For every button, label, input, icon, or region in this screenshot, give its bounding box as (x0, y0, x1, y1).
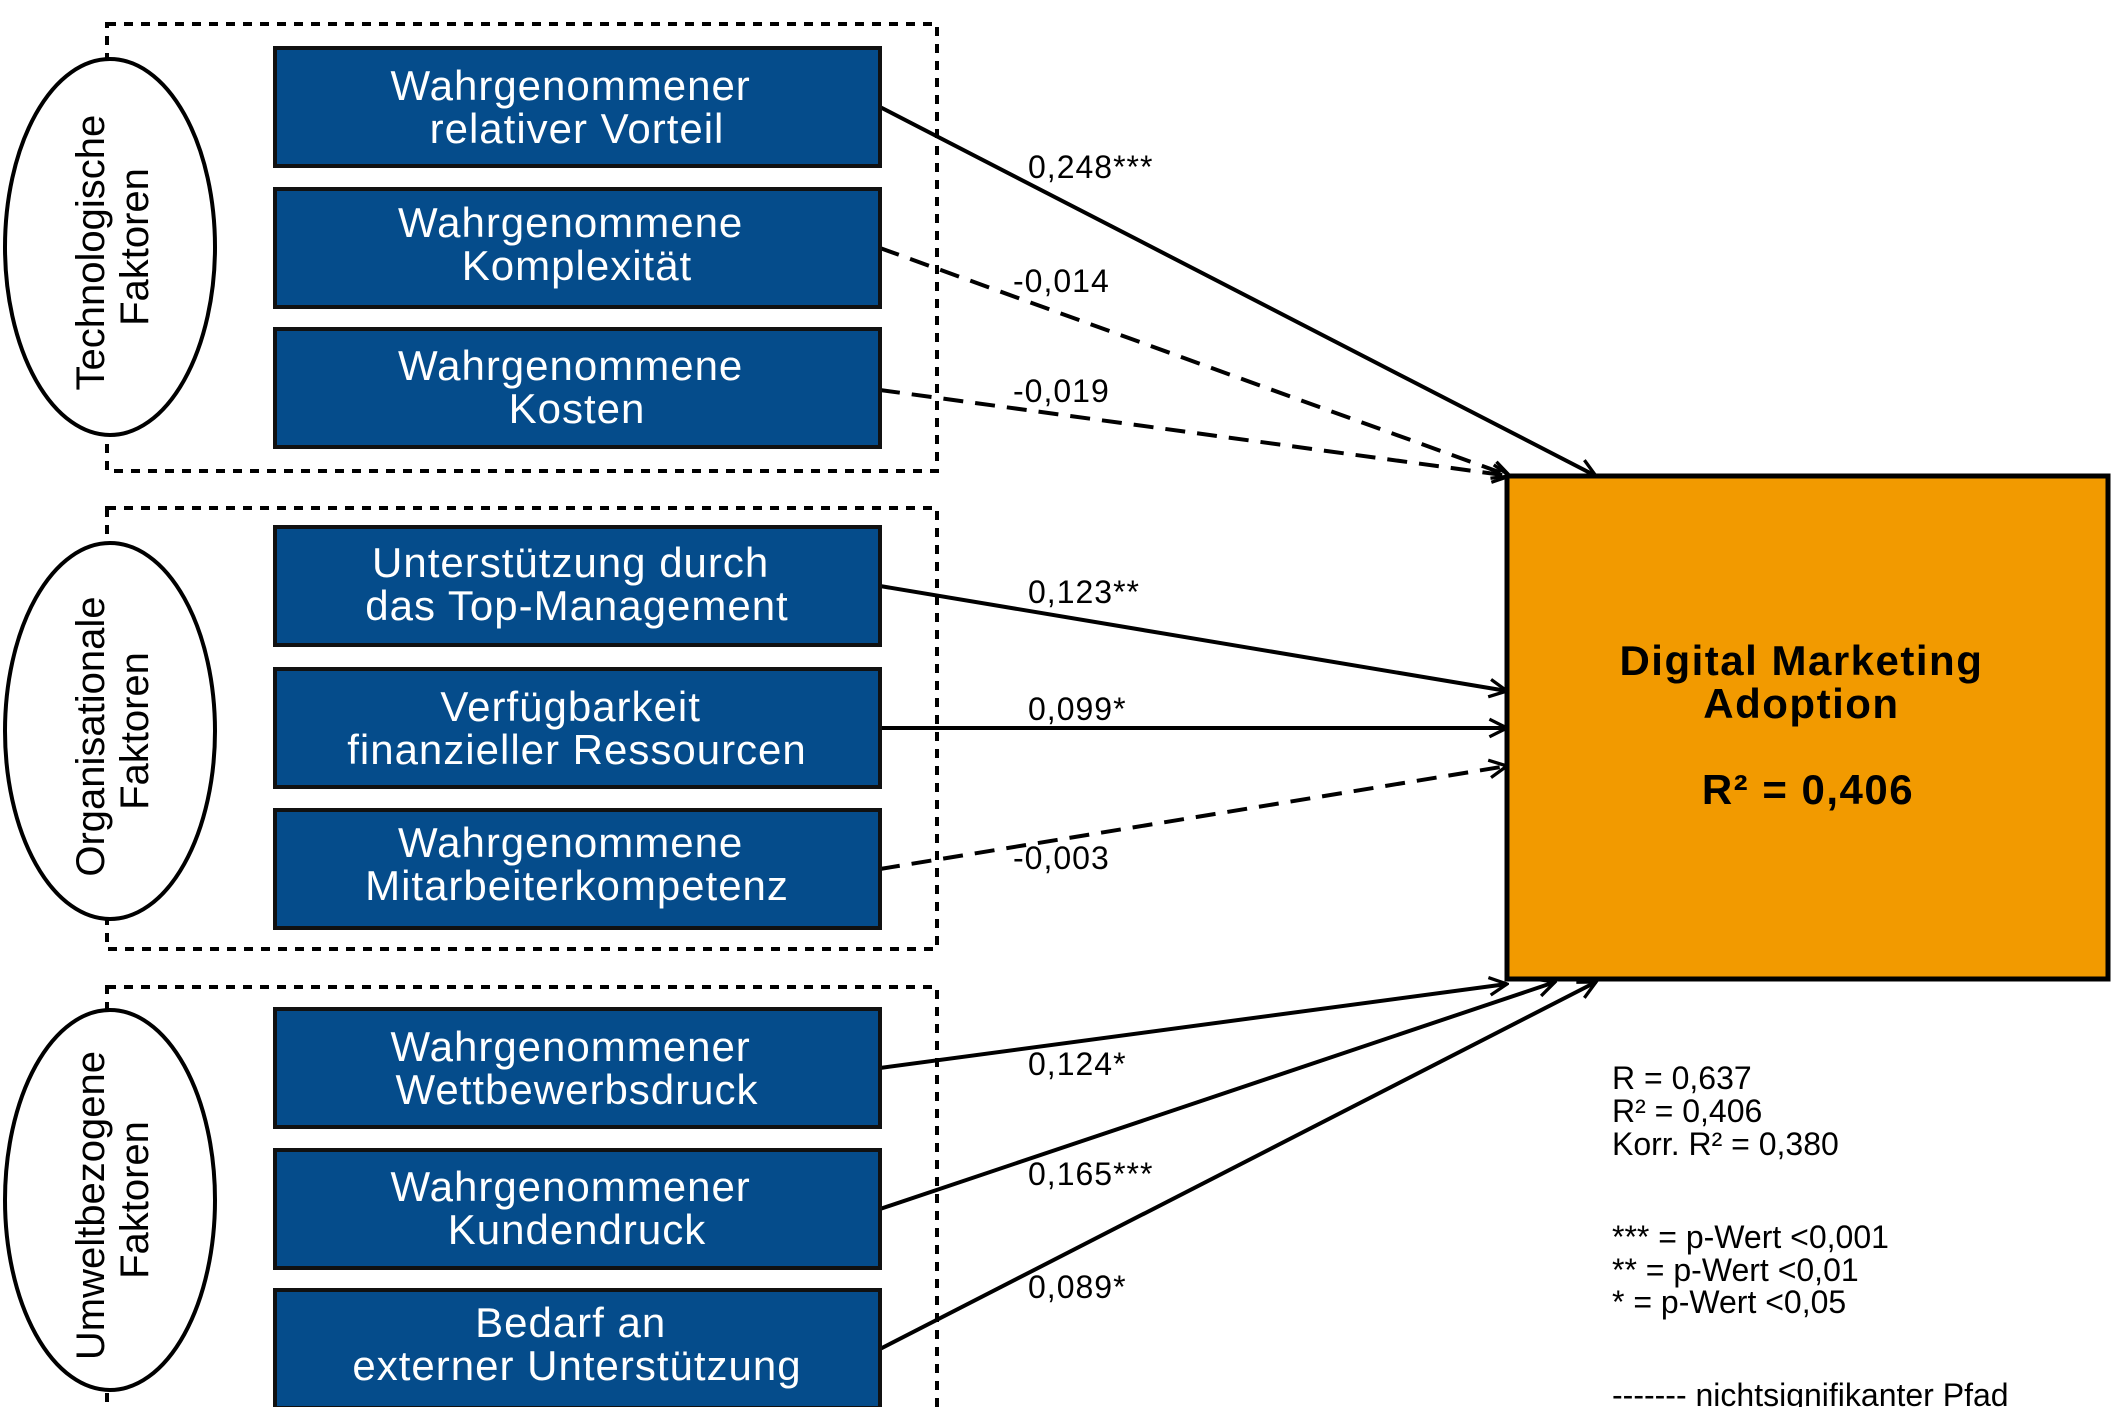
factor-label-line2: Komplexität (462, 242, 692, 289)
path-arrow-kompetenz (879, 766, 1507, 871)
group-label-line2: Faktoren (113, 1121, 157, 1279)
svg-text:Unterstützung durch das: Unterstützung durch das Top-Management (365, 539, 788, 629)
legend-one-star: * = p-Wert <0,05 (1612, 1284, 1846, 1320)
target-label-line2: Adoption (1703, 680, 1899, 727)
stat-r: R = 0,637 (1612, 1060, 1752, 1096)
factor-label-line1: Wahrgenommener (391, 62, 751, 109)
stat-adj-r2: Korr. R² = 0,380 (1612, 1126, 1839, 1162)
factor-kosten: Wahrgenommene Kosten (273, 327, 882, 449)
factor-label-line2: Mitarbeiterkompetenz (365, 862, 789, 909)
factor-label-line2: externer Unterstützung (352, 1342, 801, 1389)
group-ellipse (3, 1008, 217, 1392)
path-arrow-wettbewerb (879, 984, 1507, 1070)
coef-label-kosten: -0,019 (1013, 373, 1110, 409)
group-org: Organisationale Faktoren (3, 541, 217, 921)
path-arrow-kosten (879, 388, 1510, 476)
coef-label-topmanagement: 0,123** (1028, 574, 1140, 610)
group-ellipse (3, 541, 217, 921)
legend-nonsignificant: ------- nichtsignifikanter Pfad (1612, 1377, 2009, 1407)
factor-label-line1: Wahrgenommener (391, 1163, 751, 1210)
svg-text:Wahrgenommener Wettbewer: Wahrgenommener Wettbewerbsdruck (391, 1023, 764, 1113)
factor-label-line2: Kosten (509, 385, 646, 432)
stat-r2: R² = 0,406 (1612, 1093, 1762, 1129)
target-box: Digital Marketing Adoption R² = 0,406 (1504, 473, 2111, 982)
svg-text:Wahrgenommener Kundendru: Wahrgenommener Kundendruck (391, 1163, 764, 1253)
group-label-line2: Faktoren (113, 168, 157, 326)
factor-label-line1: Wahrgenommene (398, 342, 743, 389)
target-r2: R² = 0,406 (1702, 766, 1914, 813)
coef-label-extern: 0,089* (1028, 1269, 1127, 1305)
path-arrows (879, 105, 1596, 1351)
legend-three-stars: *** = p-Wert <0,001 (1612, 1219, 1889, 1255)
path-arrow-topmanagement (879, 584, 1507, 691)
path-arrow-komplexitaet (879, 246, 1510, 476)
factor-label-line1: Verfügbarkeit (440, 683, 701, 730)
path-arrow-kunden (879, 982, 1555, 1211)
factor-label-line1: Wahrgenommene (398, 199, 743, 246)
svg-text:Digital Marketing Adopti: Digital Marketing Adoption R² = 0,406 (1619, 637, 1996, 813)
coef-label-ressourcen: 0,099* (1028, 691, 1127, 727)
svg-text:Bedarf an externer Unter: Bedarf an externer Unterstützung (352, 1299, 801, 1389)
svg-text:Wahrgenommene Komplexitä: Wahrgenommene Komplexität (398, 199, 756, 289)
factor-label-line2: relativer Vorteil (430, 105, 725, 152)
factor-label-line2: Kundendruck (448, 1206, 707, 1253)
svg-text:Umweltbezogene Faktoren: Umweltbezogene Faktoren (69, 1040, 157, 1360)
svg-text:Organisationale Faktoren: Organisationale Faktoren (69, 585, 157, 876)
factor-komplexitaet: Wahrgenommene Komplexität (273, 187, 882, 309)
group-label-line2: Faktoren (113, 652, 157, 810)
coef-label-vorteil: 0,248*** (1028, 149, 1153, 185)
factor-label-line2: Wettbewerbsdruck (395, 1066, 758, 1113)
factor-label-line1: Wahrgenommene (398, 819, 743, 866)
factor-ressourcen: Verfügbarkeit finanzieller Ressourcen (273, 667, 882, 789)
group-env: Umweltbezogene Faktoren (3, 1008, 217, 1392)
group-label-line1: Umweltbezogene (69, 1051, 113, 1360)
group-label-line1: Organisationale (69, 596, 113, 876)
factor-label-line1: Bedarf an (475, 1299, 666, 1346)
factor-label-line1: Wahrgenommener (391, 1023, 751, 1070)
factor-extern: Bedarf an externer Unterstützung (273, 1288, 882, 1407)
legend-two-stars: ** = p-Wert <0,01 (1612, 1252, 1859, 1288)
svg-text:Wahrgenommene Mitarbeite: Wahrgenommene Mitarbeiterkompetenz (365, 819, 789, 909)
path-arrow-extern (879, 980, 1596, 1351)
coef-label-kunden: 0,165*** (1028, 1156, 1153, 1192)
group-tech: Technologische Faktoren (3, 57, 217, 437)
svg-text:Wahrgenommener relativer: Wahrgenommener relativer Vorteil (391, 62, 764, 152)
svg-text:Verfügbarkeit finanziell: Verfügbarkeit finanzieller Ressourcen (347, 683, 807, 773)
coef-label-kompetenz: -0,003 (1013, 840, 1110, 876)
group-frame-org (105, 506, 939, 951)
group-label-line1: Technologische (69, 115, 113, 391)
path-arrow-vorteil (879, 105, 1596, 478)
coef-label-komplexitaet: -0,014 (1013, 263, 1110, 299)
factor-label-line2: finanzieller Ressourcen (347, 726, 807, 773)
svg-text:Wahrgenommene Kosten: Wahrgenommene Kosten (398, 342, 756, 432)
factor-wettbewerb: Wahrgenommener Wettbewerbsdruck (273, 1007, 882, 1129)
factor-kompetenz: Wahrgenommene Mitarbeiterkompetenz (273, 808, 882, 930)
factor-label-line2: das Top-Management (365, 582, 788, 629)
coef-label-wettbewerb: 0,124* (1028, 1046, 1127, 1082)
factor-kunden: Wahrgenommener Kundendruck (273, 1148, 882, 1270)
factor-label-line1: Unterstützung durch (372, 539, 769, 586)
factor-vorteil: Wahrgenommener relativer Vorteil (273, 46, 882, 168)
svg-text:Technologische Faktoren: Technologische Faktoren (69, 104, 157, 391)
factor-topmanagement: Unterstützung durch das Top-Management (273, 525, 882, 647)
target-label-line1: Digital Marketing (1619, 637, 1983, 684)
model-stats: R = 0,637 R² = 0,406 Korr. R² = 0,380 (1612, 1060, 1839, 1162)
significance-legend: *** = p-Wert <0,001 ** = p-Wert <0,01 * … (1612, 1219, 2009, 1407)
group-ellipse (3, 57, 217, 437)
